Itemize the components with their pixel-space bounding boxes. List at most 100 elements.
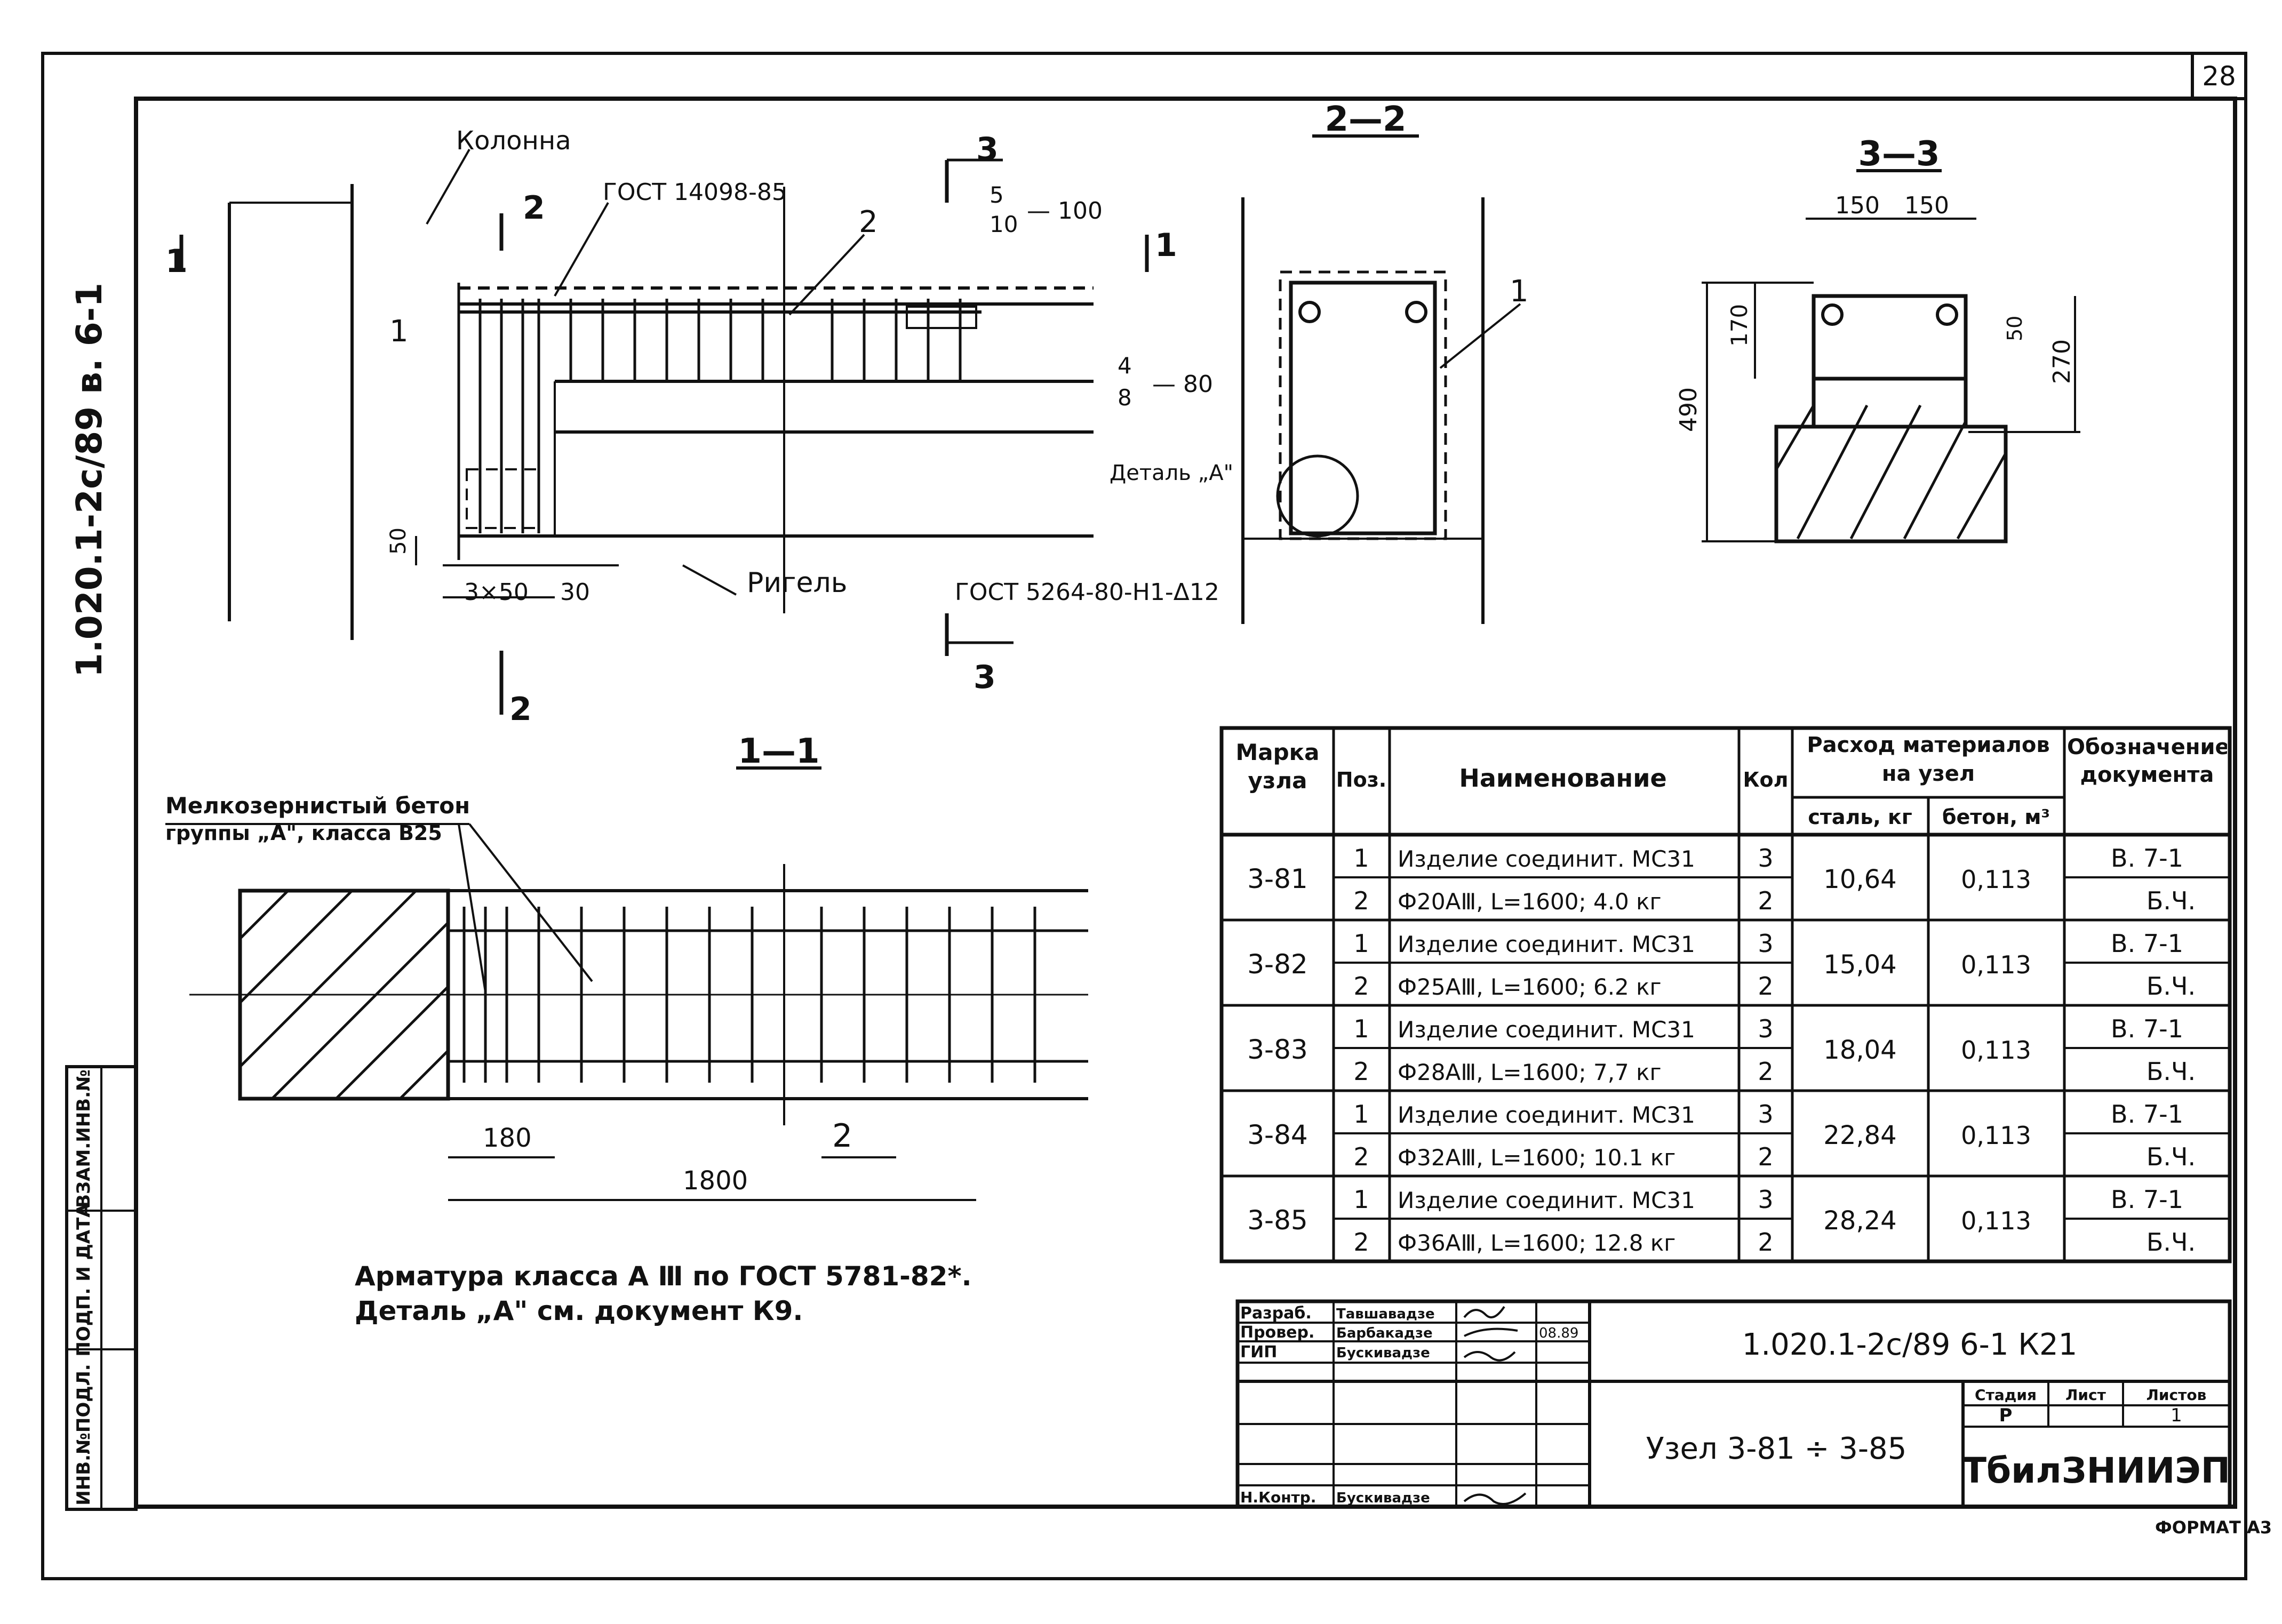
dim-50: 50 [386,527,411,555]
cell-doc: В. 7-1 [2111,1014,2183,1043]
cell-name: Изделие соединит. МС31 [1398,1187,1695,1213]
th-usage: Расход материалов на узел [1807,733,2050,786]
sheet-number-box [2191,52,2247,100]
spec-table [1219,726,2232,1263]
stamp-vzam: ВЗАМ.ИНВ.№ [73,1069,94,1208]
sheet-format: ФОРМАТ А3 [2155,1517,2272,1538]
tb-name-2: Барбакадзе [1336,1325,1433,1341]
cell-name: Изделие соединит. МС31 [1398,931,1695,957]
tb-stage: Р [1999,1405,2013,1426]
tb-stage-h: Стадия [1975,1386,2037,1404]
cell-pos: 1 [1353,844,1369,873]
cut-3-bottom: 3 [974,659,996,696]
cell-pos: 1 [1353,1014,1369,1043]
tb-date: 08.89 [1539,1325,1578,1341]
section-1-1 [165,766,1088,1201]
table-row: 3-83 1 2 Изделие соединит. МС31 Ф28АⅢ, L… [1247,1014,2196,1086]
tb-sheets: 1 [2171,1405,2182,1426]
tb-title: Узел 3-81 ÷ 3-85 [1646,1431,1907,1466]
section-2-2-pos1: 1 [1510,274,1529,309]
tb-sheet-h: Лист [2065,1386,2106,1404]
side-stamp: ИНВ.№ПОДЛ. ПОДП. И ДАТА ВЗАМ.ИНВ.№ [65,1065,138,1511]
cell-name: Ф25АⅢ, L=1600; 6.2 кг [1398,974,1662,1000]
cell-doc: Б.Ч. [2147,886,2196,915]
concrete-line2: группы „А", класса В25 [165,821,442,845]
th-name: Наименование [1459,764,1666,793]
sheet-number: 28 [2202,61,2236,92]
cell-qty: 3 [1758,1100,1773,1129]
section-2-2 [1241,134,1521,624]
side-code: 1.020.1-2с/89 в. 6-1 [69,283,110,677]
cell-pos: 1 [1353,1185,1369,1214]
cell-qty: 3 [1758,929,1773,958]
cell-qty: 2 [1758,1142,1773,1171]
tb-sheets-h: Листов [2147,1386,2207,1404]
table-row: 3-84 1 2 Изделие соединит. МС31 Ф32АⅢ, L… [1247,1100,2196,1171]
label-gost-top: ГОСТ 14098-85 [603,179,787,206]
title-block [1235,1299,2232,1509]
tb-role-3: ГИП [1240,1343,1277,1362]
cell-qty: 2 [1758,1057,1773,1086]
cell-name: Изделие соединит. МС31 [1398,1102,1695,1128]
cell-doc: Б.Ч. [2147,1057,2196,1086]
th-pos: Поз. [1336,768,1386,791]
cell-pos: 2 [1353,972,1369,1001]
step-val: — 100 [1027,197,1103,225]
label-detail-a: Деталь „А" [1110,461,1233,485]
cell-name: Ф32АⅢ, L=1600; 10.1 кг [1398,1145,1675,1171]
cell-name: Изделие соединит. МС31 [1398,1017,1695,1043]
step2-bot: 8 [1118,385,1132,411]
table-row: 3-81 1 2 Изделие соединит. МС31 Ф20АⅢ, L… [1247,844,2196,915]
section-3-3 [1702,169,2080,543]
stamp-sign: ПОДП. И ДАТА [73,1203,94,1357]
cell-name: Ф36АⅢ, L=1600; 12.8 кг [1398,1230,1675,1256]
th-qty: Кол [1743,768,1789,791]
label-rigel: Ригель [747,567,847,599]
cut-2-top: 2 [523,189,545,227]
main-elevation [179,149,1149,715]
cell-doc: В. 7-1 [2111,844,2183,873]
cell-pos: 1 [1353,929,1369,958]
table-row: 3-85 1 2 Изделие соединит. МС31 Ф36АⅢ, L… [1247,1185,2196,1257]
cell-qty: 2 [1758,1228,1773,1257]
th-usage-wrap: Расход материалов на узел [1807,733,2050,786]
cut-3-top: 3 [976,131,999,168]
step-top: 5 [990,182,1004,208]
dim-1800: 1800 [683,1166,748,1196]
step2-top: 4 [1118,353,1132,379]
tb-org: ТбилЗНИИЭП [1962,1450,2230,1491]
table-row: 3-82 1 2 Изделие соединит. МС31 Ф25АⅢ, L… [1247,929,2196,1001]
cut-2-bottom: 2 [509,691,532,728]
tb-name-3: Бускивадзе [1336,1345,1430,1361]
th-doc-wrap: Обозначение документа [2067,735,2227,787]
cell-name: Изделие соединит. МС31 [1398,846,1695,872]
dim-170: 170 [1726,304,1752,347]
section-2-2-title: 2—2 [1324,100,1406,139]
tb-doc-code: 1.020.1-2с/89 6-1 К21 [1742,1327,2078,1362]
cell-mark: 3-85 [1247,1205,1307,1236]
cell-qty: 3 [1758,844,1773,873]
tb-role-2: Провер. [1240,1323,1314,1342]
outer-frame [41,52,2247,1580]
cell-concrete: 0,113 [1961,1036,2031,1065]
dim-3x50: 3×50 [464,579,529,606]
cell-concrete: 0,113 [1961,950,2031,979]
cell-name: Ф28АⅢ, L=1600; 7,7 кг [1398,1059,1662,1085]
dim-490: 490 [1675,387,1702,432]
cell-pos: 2 [1353,1142,1369,1171]
section-1-1-pos2: 2 [832,1117,852,1155]
cell-concrete: 0,113 [1961,865,2031,894]
dim-180: 180 [483,1123,532,1153]
cell-steel: 18,04 [1823,1035,1896,1065]
cell-doc: В. 7-1 [2111,1100,2183,1129]
cell-mark: 3-82 [1247,949,1307,980]
dim-150b: 150 [1904,192,1949,219]
cut-1-left: 1 [165,243,188,280]
cell-qty: 3 [1758,1185,1773,1214]
tb-name-4: Бускивадзе [1336,1490,1430,1506]
cell-doc: Б.Ч. [2147,1228,2196,1257]
step2-val: — 80 [1152,371,1213,398]
section-1-1-title: 1—1 [738,732,819,771]
label-pos2-main: 2 [859,205,878,239]
